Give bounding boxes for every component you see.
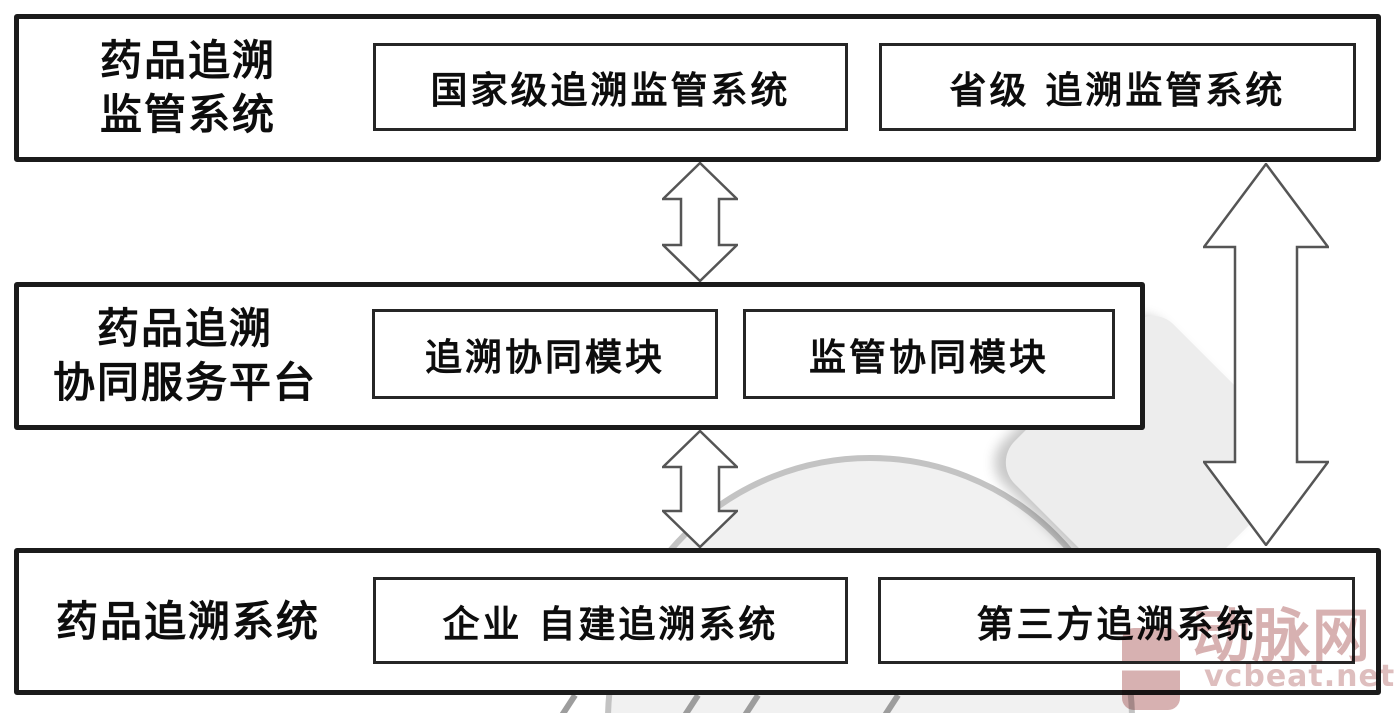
box-provincial-trace-supervision-system: 省级 追溯监管系统 [879,43,1356,131]
box-third-party-trace-system: 第三方追溯系统 [878,577,1355,664]
vcbeat-watermark: 动脉网 vcbeat.net [1122,606,1395,710]
vcbeat-domain: vcbeat.net [1204,658,1396,694]
vcbeat-logo-icon [1122,628,1180,710]
box-supervision-collaboration-module: 监管协同模块 [743,309,1115,399]
vcbeat-watermark-text: 动脉网 vcbeat.net [1192,606,1395,694]
box-national-trace-supervision-system: 国家级追溯监管系统 [373,43,848,131]
box-trace-collaboration-module: 追溯协同模块 [372,309,718,399]
vcbeat-brand-name: 动脉网 [1192,602,1373,670]
layer-title-trace-systems: 药品追溯系统 [55,596,320,646]
box-enterprise-self-built-trace-system: 企业 自建追溯系统 [373,577,848,664]
layer-box-platform: 药品追溯 协同服务平台 追溯协同模块 监管协同模块 [14,282,1145,430]
double-arrow-icon-platform-systems [662,430,738,548]
double-arrow-icon-supervision-systems-direct [1203,163,1329,546]
layer-box-trace-systems: 药品追溯系统 企业 自建追溯系统 第三方追溯系统 [14,548,1381,695]
layer-box-supervision: 药品追溯 监管系统 国家级追溯监管系统 省级 追溯监管系统 [14,14,1381,162]
double-arrow-icon-supervision-platform [662,162,738,282]
layer-title-supervision: 药品追溯 监管系统 [99,36,276,139]
layer-title-platform: 药品追溯 协同服务平台 [52,304,317,407]
background-watermark-stroke [558,693,578,713]
